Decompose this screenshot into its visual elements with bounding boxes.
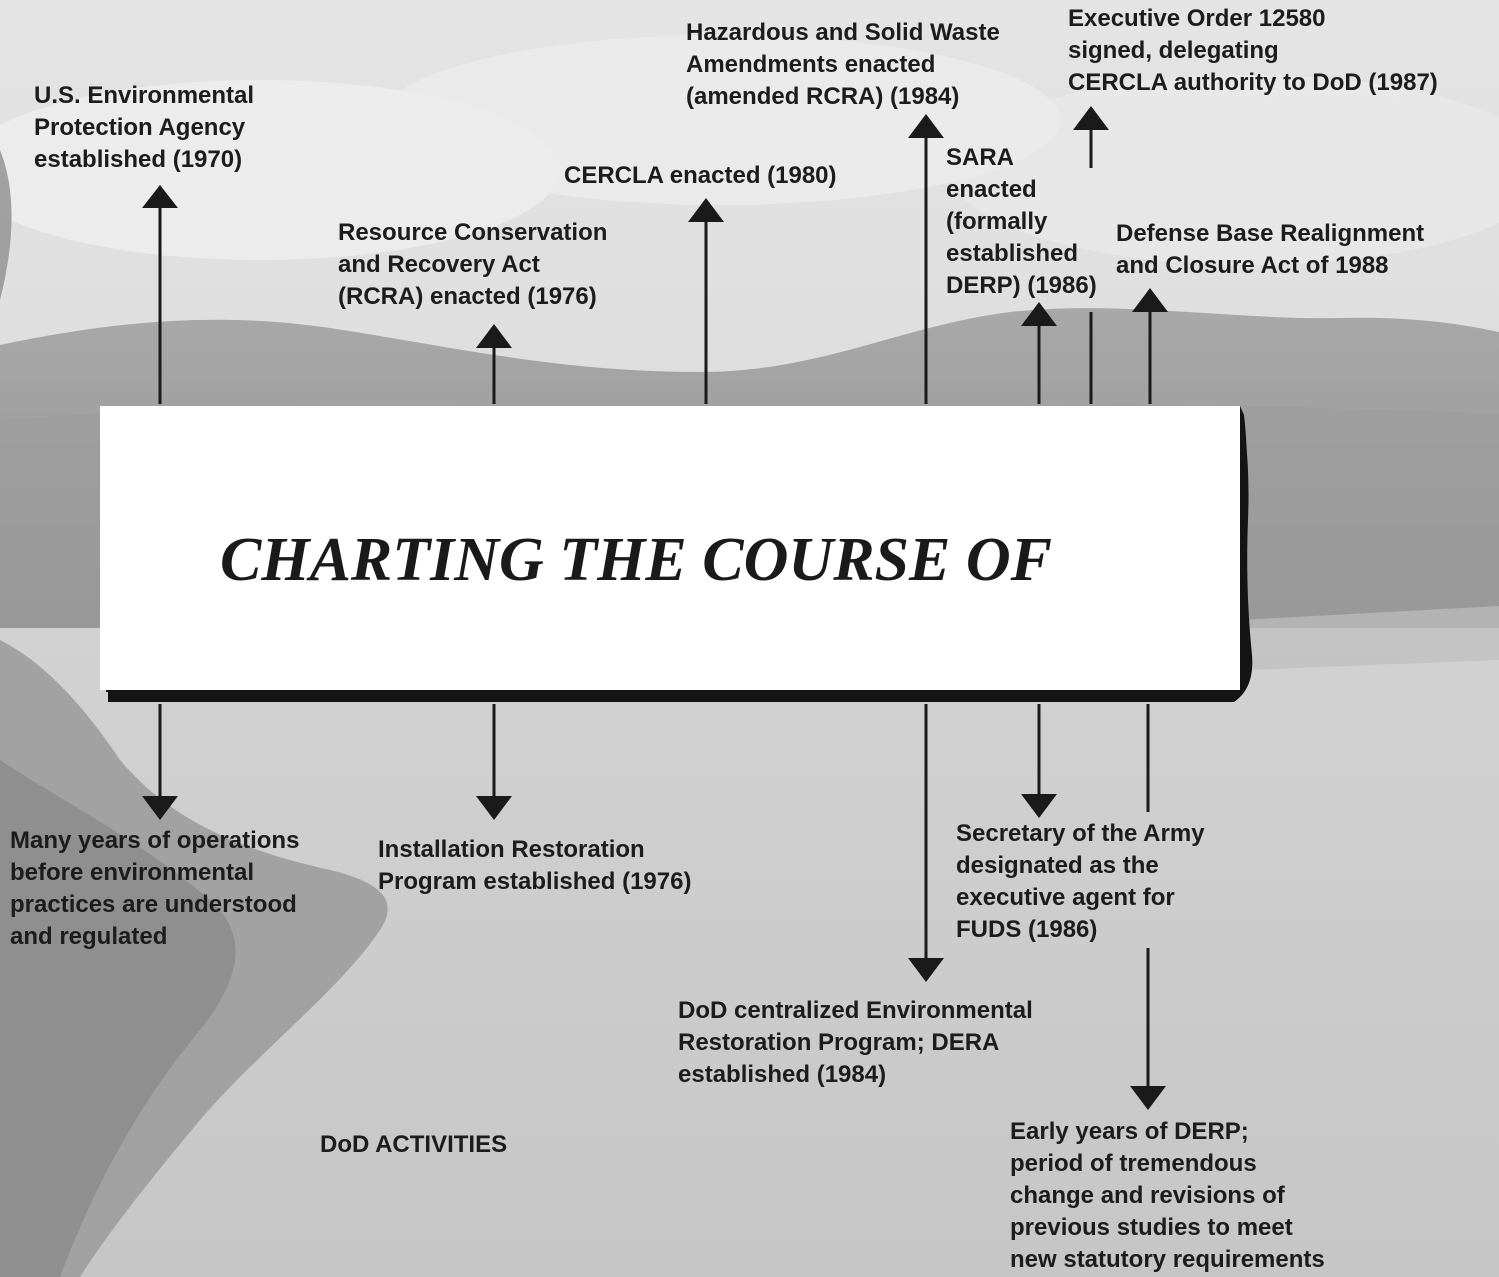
title-banner bbox=[100, 406, 1240, 690]
arrow-head-sara bbox=[1021, 302, 1057, 326]
arrow-head-dera bbox=[908, 958, 944, 982]
event-eo12580-label: Executive Order 12580 signed, delegating… bbox=[1068, 5, 1438, 96]
cloud bbox=[380, 35, 1060, 205]
event-hswa-label: Hazardous and Solid Waste Amendments ena… bbox=[686, 19, 1000, 110]
event-irp-label: Installation Restoration Program establi… bbox=[378, 836, 692, 895]
tree-edge bbox=[0, 150, 12, 300]
event-dera-label: DoD centralized Environmental Restoratio… bbox=[678, 997, 1033, 1088]
arrow-head-hswa bbox=[908, 114, 944, 138]
event-early-ops-label: Many years of operations before environm… bbox=[10, 827, 300, 950]
arrow-head-rcra bbox=[476, 324, 512, 348]
event-sara-label: SARA enacted (formally established DERP)… bbox=[946, 144, 1097, 299]
event-rcra-label: Resource Conservation and Recovery Act (… bbox=[338, 219, 608, 310]
dod-activities-label: DoD ACTIVITIES bbox=[320, 1131, 508, 1158]
event-early-derp-label: Early years of DERP; period of tremendou… bbox=[1010, 1118, 1325, 1273]
event-brac-label: Defense Base Realignment and Closure Act… bbox=[1116, 220, 1425, 279]
arrow-head-eo12580 bbox=[1073, 106, 1109, 130]
arrow-head-epa bbox=[142, 185, 178, 208]
arrow-head-irp bbox=[476, 796, 512, 820]
event-epa-label: U.S. Environmental Protection Agency est… bbox=[34, 82, 255, 173]
banner-title: CHARTING THE COURSE OF bbox=[220, 526, 1053, 594]
arrow-head-brac bbox=[1132, 288, 1168, 312]
event-cercla-label: CERCLA enacted (1980) bbox=[564, 162, 837, 189]
event-fuds-label: Secretary of the Army designated as the … bbox=[956, 820, 1205, 943]
tree-shadow bbox=[0, 760, 236, 1277]
arrow-head-cercla bbox=[688, 198, 724, 222]
arrow-head-fuds bbox=[1021, 794, 1057, 818]
shoreline bbox=[1240, 606, 1499, 670]
arrow-head-early-derp bbox=[1130, 1086, 1166, 1110]
arrow-head-early-ops bbox=[142, 796, 178, 820]
